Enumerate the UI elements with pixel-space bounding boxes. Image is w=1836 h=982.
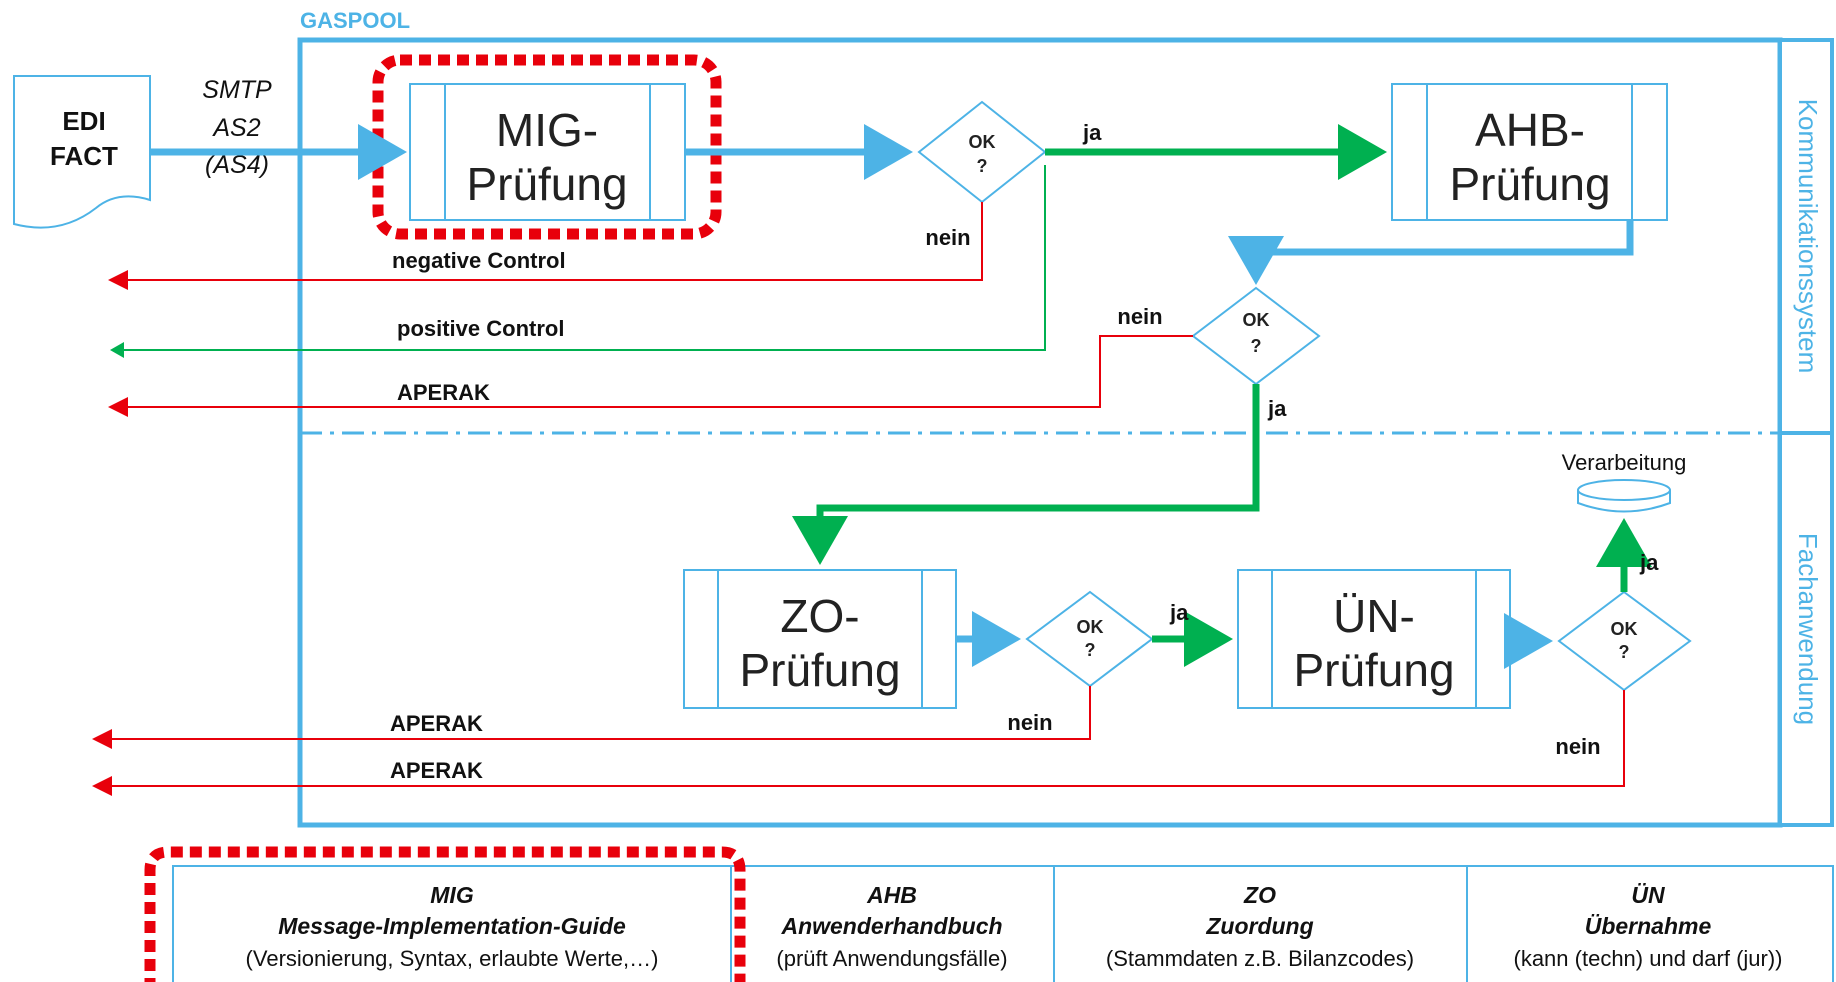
protocol-smtp: SMTP — [202, 76, 272, 104]
label-yes-zo: ja — [1169, 600, 1189, 625]
zo-title-line1: ZO- — [780, 590, 859, 642]
un-title-line1: ÜN- — [1333, 590, 1415, 642]
ahb-title-line1: AHB- — [1475, 104, 1585, 156]
mig-title-line2: Prüfung — [466, 158, 627, 210]
label-yes-un: ja — [1639, 550, 1659, 575]
decision-ahb: OK ? — [1191, 286, 1321, 386]
processing-database-icon — [1577, 479, 1671, 513]
communication-layer-label: Kommunikationssystem — [1793, 99, 1823, 374]
label-positive-control: positive Control — [397, 316, 564, 341]
label-no-ahb: nein — [1117, 304, 1162, 329]
legend-mig-abbr: MIG — [430, 882, 474, 908]
arrow-yes-to-zo — [792, 384, 1260, 565]
legend-un-abbr: ÜN — [1631, 882, 1665, 908]
decision-un: OK ? — [1557, 590, 1692, 692]
legend-zo-desc: (Stammdaten z.B. Bilanzcodes) — [1106, 946, 1414, 971]
svg-text:OK: OK — [969, 132, 996, 152]
legend-mig-desc: (Versionierung, Syntax, erlaubte Werte,…… — [246, 946, 659, 971]
svg-text:OK: OK — [1243, 310, 1270, 330]
mig-title-line1: MIG- — [496, 104, 598, 156]
label-negative-control: negative Control — [392, 248, 566, 273]
line-aperak-ahb — [108, 335, 1193, 417]
decision-zo: OK ? — [1025, 590, 1154, 688]
legend-zo-abbr: ZO — [1243, 882, 1276, 908]
gaspool-label: GASPOOL — [300, 8, 410, 33]
zo-pruefung-box: ZO- Prüfung — [683, 569, 957, 709]
label-aperak-ahb: APERAK — [397, 380, 490, 405]
label-no-un: nein — [1555, 734, 1600, 759]
legend-mig-highlight — [144, 846, 746, 982]
zo-title-line2: Prüfung — [739, 644, 900, 696]
line-positive-control — [110, 165, 1046, 358]
un-title-line2: Prüfung — [1293, 644, 1454, 696]
application-layer-label: Fachanwendung — [1793, 533, 1823, 725]
label-aperak-zo: APERAK — [390, 711, 483, 736]
line-negative-control — [108, 202, 983, 290]
edifact-document-icon — [13, 75, 151, 229]
label-yes-mig: ja — [1082, 120, 1102, 145]
label-no-mig: nein — [925, 225, 970, 250]
svg-text:?: ? — [977, 156, 988, 176]
legend-ahb-abbr: AHB — [866, 882, 917, 908]
legend-table: MIG Message-Implementation-Guide (Versio… — [172, 865, 1834, 982]
un-pruefung-box: ÜN- Prüfung — [1237, 569, 1511, 709]
edifact-line1: EDI — [62, 106, 105, 136]
decision-mig: OK ? — [917, 100, 1047, 204]
legend-zo-title: Zuordung — [1205, 913, 1313, 939]
legend-un-title: Übernahme — [1585, 913, 1712, 939]
svg-text:?: ? — [1251, 336, 1262, 356]
ahb-title-line2: Prüfung — [1449, 158, 1610, 210]
application-layer-tab — [1778, 431, 1834, 827]
protocol-as2: AS2 — [211, 114, 260, 142]
svg-text:?: ? — [1085, 640, 1096, 660]
line-aperak-un — [92, 690, 1625, 796]
svg-text:?: ? — [1619, 642, 1630, 662]
label-aperak-un: APERAK — [390, 758, 483, 783]
legend-un-desc: (kann (techn) und darf (jur)) — [1514, 946, 1783, 971]
protocol-as4: (AS4) — [205, 151, 269, 179]
communication-layer-tab — [1778, 38, 1834, 435]
processing-label: Verarbeitung — [1562, 450, 1687, 475]
mig-pruefung-box: MIG- Prüfung — [409, 83, 686, 221]
line-aperak-zo — [92, 686, 1091, 749]
svg-text:OK: OK — [1077, 617, 1104, 637]
label-no-zo: nein — [1007, 710, 1052, 735]
svg-text:OK: OK — [1611, 619, 1638, 639]
legend-ahb-title: Anwenderhandbuch — [780, 913, 1002, 939]
arrow-ahb-to-check — [1228, 220, 1634, 285]
legend-ahb-desc: (prüft Anwendungsfälle) — [776, 946, 1007, 971]
edifact-line2: FACT — [50, 141, 118, 171]
legend-mig-title: Message-Implementation-Guide — [278, 913, 626, 939]
label-yes-ahb: ja — [1267, 396, 1287, 421]
ahb-pruefung-box: AHB- Prüfung — [1391, 83, 1668, 221]
